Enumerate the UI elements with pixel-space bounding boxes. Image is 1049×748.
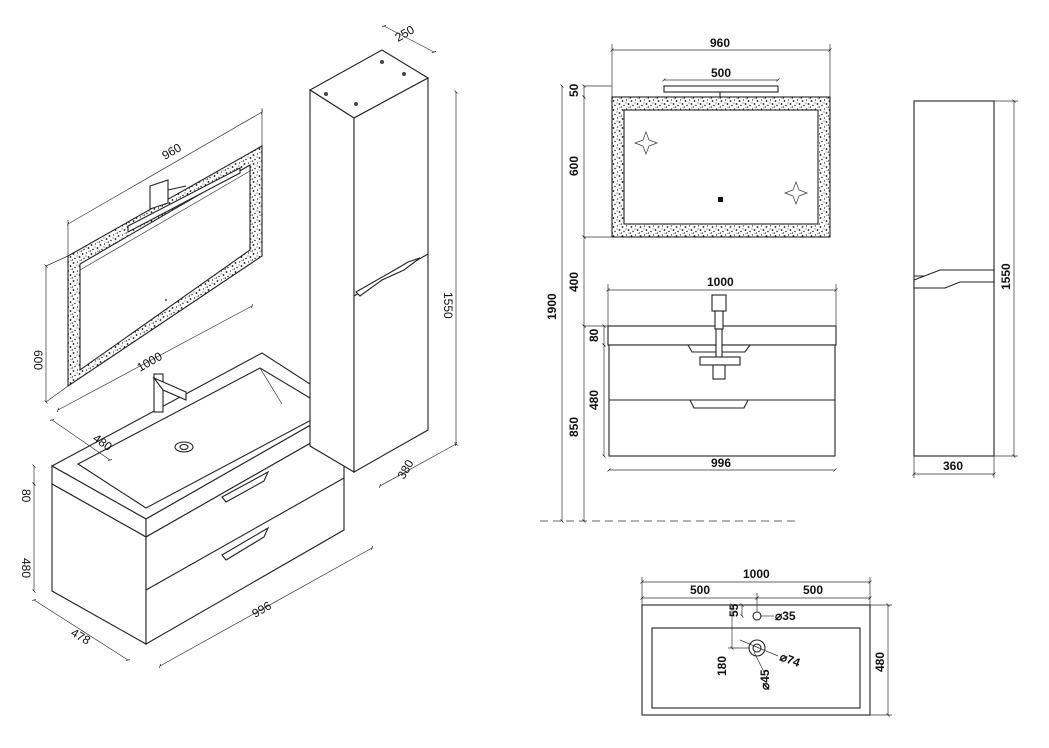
- isometric-view: 960 600 48: [19, 22, 458, 669]
- iso-cabinet-width-label: 996: [250, 598, 275, 620]
- iso-vanity: [50, 352, 346, 645]
- iso-column-depth-label: 380: [394, 457, 416, 482]
- iso-cabinet-depth-label: 478: [69, 625, 94, 647]
- plan-total-width-label: 1000: [743, 567, 770, 581]
- plan-half-left-label: 500: [690, 583, 710, 597]
- front-gap-label: 400: [567, 272, 581, 292]
- iso-mirror-height-label: 600: [31, 350, 45, 370]
- plan-drain-outer-label: ⌀74: [778, 650, 802, 670]
- iso-basin-width-label: 1000: [135, 349, 165, 375]
- iso-mirror: [67, 145, 263, 388]
- front-mirror-width-label: 960: [710, 36, 730, 50]
- iso-cabinet-height-label: 480: [19, 558, 33, 578]
- iso-column: [308, 49, 430, 473]
- plan-depth-label: 480: [873, 652, 887, 672]
- front-lamp-height-label: 50: [567, 83, 581, 97]
- front-cabinet-width-label: 996: [711, 456, 731, 470]
- plan-drain-inner-label: ⌀45: [758, 669, 772, 690]
- iso-column-height-label: 1550: [441, 292, 455, 319]
- front-total-height-label: 1900: [545, 293, 559, 320]
- front-lamp-width-label: 500: [711, 66, 731, 80]
- front-basin-width-label: 1000: [707, 275, 734, 289]
- front-view: 960 500 50 600 400 1900 850 80 480 1000: [540, 36, 838, 523]
- plan-view: 1000 500 500 55 ⌀35 180 ⌀74 ⌀45 480: [640, 567, 892, 717]
- front-faucet: [699, 294, 741, 380]
- side-column-height-label: 1550: [999, 263, 1013, 290]
- side-column-width-label: 360: [943, 459, 963, 473]
- plan-drain-offset-label: 180: [715, 656, 729, 676]
- iso-top-height-label: 80: [19, 489, 33, 503]
- plan-tap-offset-label: 55: [727, 603, 741, 617]
- touch-sensor-icon: [718, 197, 723, 202]
- front-top-height-label: 80: [587, 328, 601, 342]
- plan-tap-hole-label: ⌀35: [775, 609, 796, 623]
- plan-half-right-label: 500: [803, 583, 823, 597]
- drain-inner-icon: [752, 643, 762, 653]
- front-floor-height-label: 850: [567, 417, 581, 437]
- front-lamp: [663, 85, 779, 93]
- drain-outer-icon: [748, 639, 766, 657]
- front-mirror-height-label: 600: [567, 156, 581, 176]
- side-view: 1550 360: [912, 99, 1018, 478]
- front-cabinet-height-label: 480: [587, 390, 601, 410]
